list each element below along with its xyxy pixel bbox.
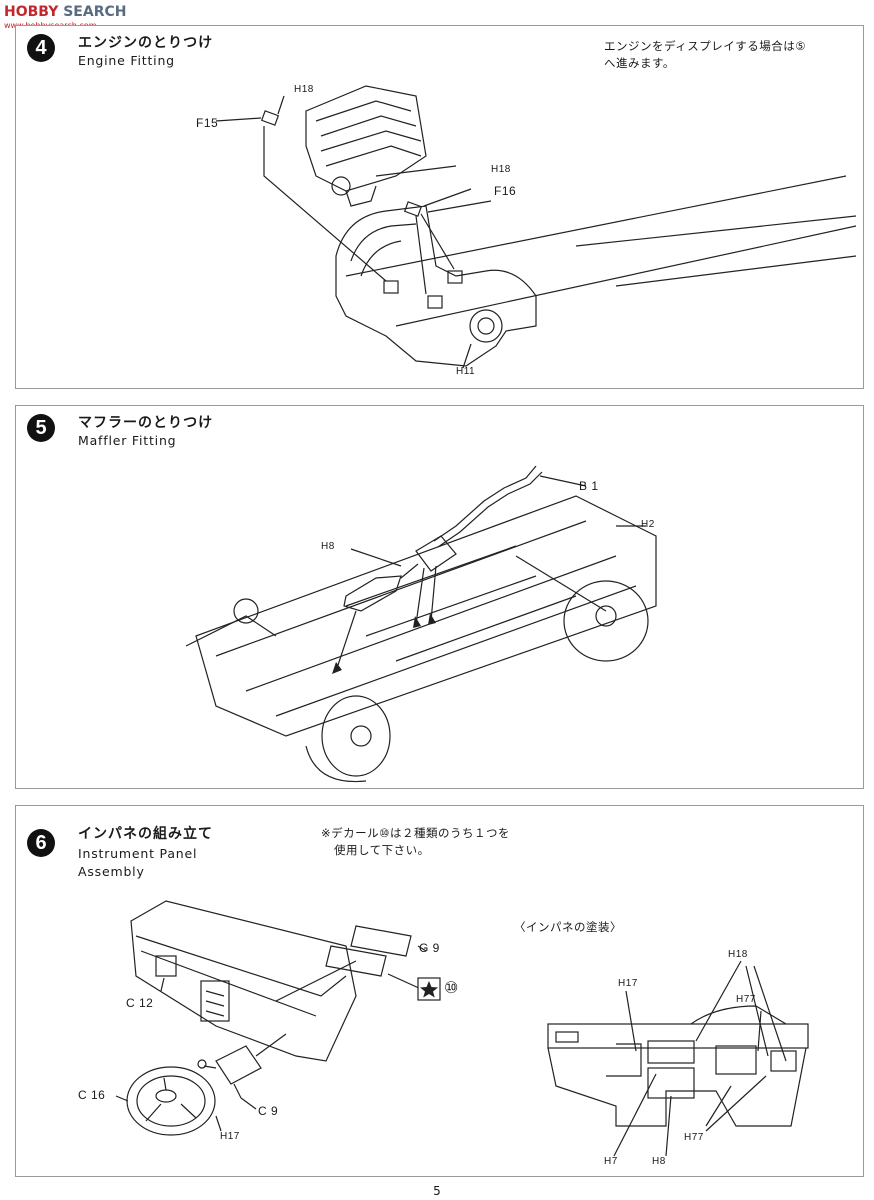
logo-part-1: HOBBY <box>4 4 59 20</box>
step-4-note-line2: へ進みます。 <box>604 56 675 70</box>
step-5-number: 5 <box>27 414 55 442</box>
instrument-panel-diagram <box>115 900 809 1157</box>
paint-title: 〈インパネの塗装〉 <box>514 920 622 934</box>
hobby-search-logo: HOBBY SEARCH www.hobbysearch.com <box>4 4 127 30</box>
step-4-note-line1: エンジンをディスプレイする場合は⑤ <box>604 39 807 53</box>
step-6-title-en-line1: Instrument Panel <box>78 846 198 861</box>
step-6-title-en-line2: Assembly <box>78 864 145 879</box>
star-icon <box>417 977 441 1001</box>
paint-label-h18: H18 <box>728 949 748 960</box>
step-6-note-line2: 使用して下さい。 <box>334 843 430 857</box>
page-number: 5 <box>433 1184 441 1198</box>
paint-label-h8: H8 <box>652 1156 666 1167</box>
step-5-title-ja: マフラーのとりつけ <box>78 415 214 431</box>
label-h11: H11 <box>456 366 476 377</box>
step-6-title-ja: インパネの組み立て <box>78 826 213 842</box>
label-b1: B 1 <box>579 479 599 493</box>
label-h17: H17 <box>220 1131 240 1142</box>
step-5-title-en: Maffler Fitting <box>78 433 177 448</box>
step-6-note-line1: ※デカール⑩は２種類のうち１つを <box>321 826 510 840</box>
step-4-panel: 4 エンジンのとりつけ Engine Fitting エンジンをディスプレイする… <box>15 25 864 389</box>
paint-label-h7: H7 <box>604 1156 618 1167</box>
label-h2: H2 <box>641 519 655 530</box>
label-f15: F15 <box>196 116 219 130</box>
step-4-title-ja: エンジンのとりつけ <box>78 35 214 51</box>
paint-label-h77-lower: H77 <box>684 1132 704 1143</box>
label-c12: C 12 <box>126 996 154 1010</box>
logo-part-2: SEARCH <box>63 4 127 20</box>
label-h18-lower: H18 <box>491 164 511 175</box>
paint-label-h77-upper: H77 <box>736 994 756 1005</box>
label-f16: F16 <box>494 184 517 198</box>
step-4-title-en: Engine Fitting <box>78 53 175 68</box>
label-h18-upper: H18 <box>294 84 314 95</box>
label-decal-10: ⑩ <box>444 980 459 997</box>
muffler-fitting-diagram <box>185 465 657 783</box>
step-6-number: 6 <box>27 829 55 857</box>
paint-label-h17: H17 <box>618 978 638 989</box>
label-c9: C 9 <box>258 1104 279 1118</box>
label-g9: G 9 <box>419 941 440 955</box>
step-5-panel: 5 マフラーのとりつけ Maffler Fitting <box>15 405 864 789</box>
label-h8: H8 <box>321 541 335 552</box>
engine-fitting-diagram <box>215 85 857 369</box>
step-6-panel: 6 インパネの組み立て Instrument Panel Assembly ※デ… <box>15 805 864 1177</box>
step-4-number: 4 <box>27 34 55 62</box>
label-c16: C 16 <box>78 1088 106 1102</box>
